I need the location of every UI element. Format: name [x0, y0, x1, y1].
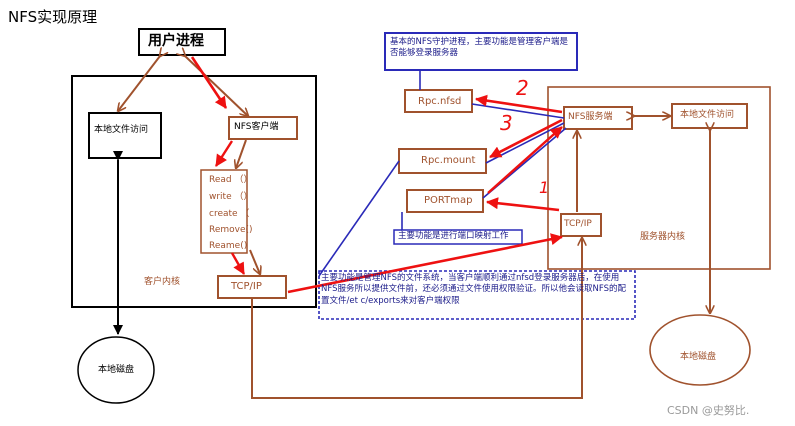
red-arrow-portmap-to-server [487, 126, 563, 194]
blue-link-mount [485, 122, 565, 164]
local-file-access-label: 本地文件访问 [94, 125, 149, 135]
portmap-box [406, 189, 484, 213]
arrow-calls-to-tcpip [249, 249, 260, 274]
portmap-label: PORTmap [424, 195, 473, 206]
portmap-note-box [393, 229, 523, 245]
server-tcpip-label: TCP/IP [564, 219, 592, 229]
arrow-nfsclient-to-calls [236, 139, 247, 168]
client-local-disk-label: 本地磁盘 [98, 365, 135, 375]
csdn-watermark: CSDN @史努比. [667, 404, 750, 417]
red-arrow-server-to-nfsd [475, 94, 563, 114]
client-tcpip-label: TCP/IP [231, 281, 262, 292]
mount-note-box [318, 270, 636, 320]
red-arrow-server-to-mount [489, 118, 563, 159]
client-kernel-box [71, 75, 317, 308]
server-tcpip-box [560, 213, 602, 237]
rpc-mount-label: Rpc.mount [421, 155, 476, 166]
red-arrow-nfsclient-to-calls [214, 140, 234, 167]
arrow-process-to-local [118, 56, 160, 111]
server-local-disk [649, 314, 751, 386]
mount-note: 主要功能是管理NFS的文件系统，当客户端顺利通过nfsd登录服务器后，在使用NF… [321, 273, 626, 306]
arrow-client-tcpip-to-server [251, 238, 582, 399]
user-process-label: 用户进程 [148, 33, 204, 49]
nfs-client-label: NFS客户端 [234, 122, 279, 132]
client-kernel-label: 客户内核 [144, 277, 181, 287]
server-local-disk-label: 本地磁盘 [680, 352, 717, 362]
portmap-note: 主要功能是进行端口映射工作 [398, 231, 509, 241]
nfsd-note: 基本的NFS守护进程，主要功能是管理客户端是否能够登录服务器 [390, 37, 568, 59]
arrow-process-to-nfsclient [185, 56, 248, 116]
server-kernel-box [547, 86, 771, 270]
step-number-2: 2 [516, 76, 529, 100]
red-arrow-process-to-nfsclient [190, 56, 228, 109]
nfs-server-label: NFS服务端 [568, 112, 613, 122]
red-arrow-calls-to-tcpip [230, 252, 246, 275]
call-rename: Reame() [209, 241, 248, 251]
server-local-file-access-label: 本地文件访问 [680, 110, 735, 120]
client-local-disk [77, 336, 155, 404]
rpc-nfsd-label: Rpc.nfsd [418, 96, 462, 107]
step-number-3: 3 [500, 111, 513, 135]
step-number-1: 1 [539, 178, 550, 197]
call-read: Read （） [209, 175, 253, 185]
red-arrow-tcpip-to-portmap [486, 197, 560, 212]
calls-box [200, 169, 248, 254]
red-arrow-tcpip-to-server [287, 233, 563, 294]
rpc-nfsd-box [404, 89, 473, 113]
mount-note-connector [318, 160, 400, 277]
call-remove: Remove() [209, 225, 253, 235]
nfsd-note-box [384, 32, 578, 71]
call-write: write （） [209, 192, 253, 202]
server-kernel-label: 服务器内核 [640, 232, 686, 242]
call-create: create （ [209, 209, 250, 219]
nfs-client-box [228, 116, 298, 140]
local-file-access-box [88, 112, 162, 159]
page-title: NFS实现原理 [8, 8, 98, 26]
